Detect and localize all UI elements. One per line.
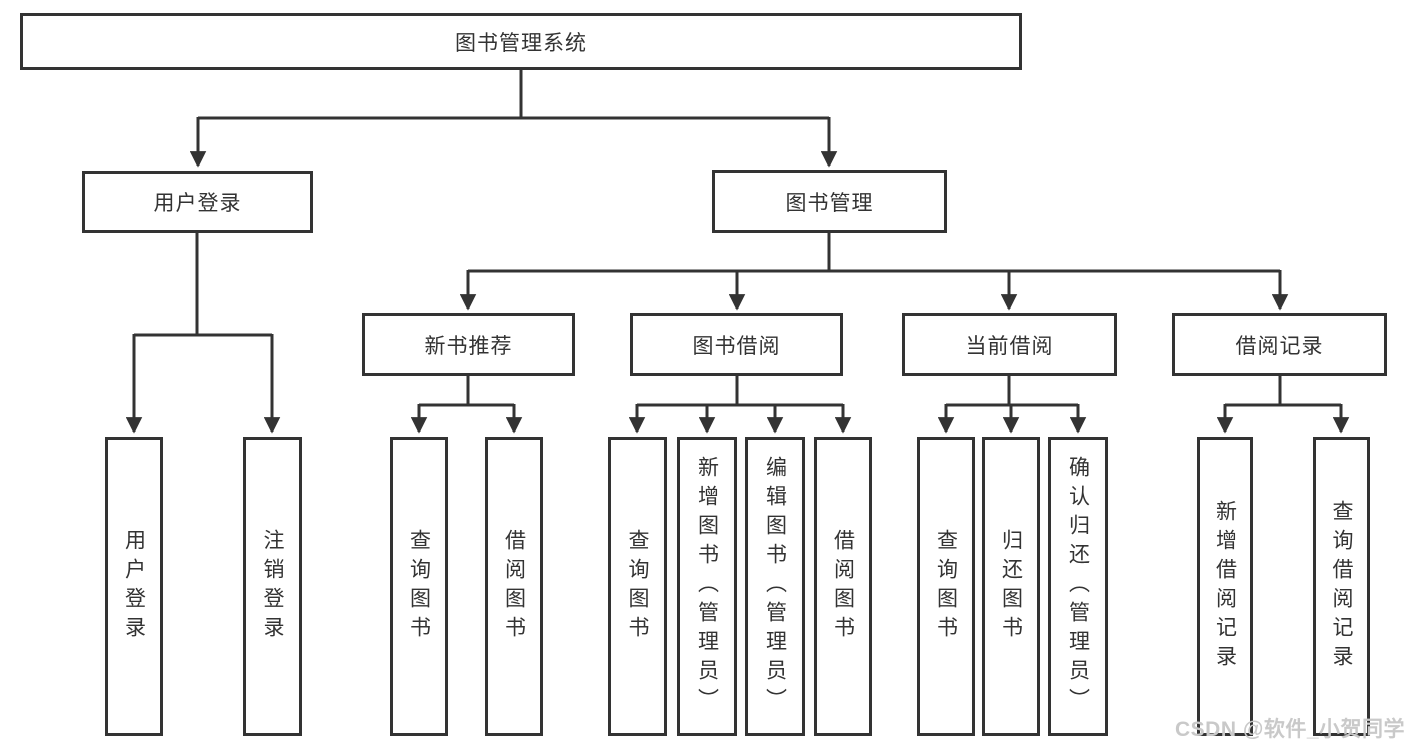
node-label: 新增图书（管理员） — [695, 456, 719, 717]
node-label: 借阅图书 — [831, 528, 855, 645]
node-label: 图书管理系统 — [455, 31, 587, 55]
node-label: 借阅图书 — [502, 528, 526, 645]
leaf-return-books: 归还图书 — [982, 437, 1040, 736]
node-label: 查询图书 — [626, 528, 649, 645]
node-label: 图书管理 — [785, 191, 874, 215]
node-label: 查询借阅记录 — [1330, 499, 1353, 674]
leaf-query-books-current: 查询图书 — [917, 437, 975, 736]
leaf-add-books-admin: 新增图书（管理员） — [677, 437, 737, 736]
node-current-borrow: 当前借阅 — [902, 313, 1117, 376]
leaf-query-books-recommend: 查询图书 — [390, 437, 448, 736]
node-label: 注销登录 — [261, 528, 284, 645]
leaf-edit-books-admin: 编辑图书（管理员） — [745, 437, 805, 736]
node-label: 编辑图书（管理员） — [763, 456, 787, 717]
node-label: 新书推荐 — [424, 334, 513, 358]
node-label: 新增借阅记录 — [1213, 499, 1237, 674]
leaf-query-borrow-record: 查询借阅记录 — [1313, 437, 1370, 736]
leaf-borrow-books: 借阅图书 — [814, 437, 872, 736]
node-label: 查询图书 — [934, 528, 958, 645]
node-borrow-records: 借阅记录 — [1172, 313, 1387, 376]
node-book-management: 图书管理 — [712, 170, 947, 233]
leaf-query-books-borrow: 查询图书 — [608, 437, 667, 736]
node-new-book-recommend: 新书推荐 — [362, 313, 575, 376]
node-label: 归还图书 — [999, 528, 1023, 645]
leaf-borrow-books-recommend: 借阅图书 — [485, 437, 543, 736]
node-user-login: 用户登录 — [82, 171, 313, 233]
node-label: 用户登录 — [122, 528, 146, 645]
node-library-management-system: 图书管理系统 — [20, 13, 1022, 70]
leaf-confirm-return-admin: 确认归还（管理员） — [1048, 437, 1108, 736]
node-label: 当前借阅 — [965, 334, 1054, 358]
leaf-user-login: 用户登录 — [105, 437, 163, 736]
leaf-add-borrow-record: 新增借阅记录 — [1197, 437, 1253, 736]
node-label: 借阅记录 — [1235, 334, 1324, 358]
leaf-logout: 注销登录 — [243, 437, 302, 736]
node-label: 用户登录 — [153, 192, 242, 215]
node-label: 图书借阅 — [692, 334, 781, 358]
csdn-watermark: CSDN @软件_小贺同学 — [1175, 718, 1405, 741]
node-book-borrow: 图书借阅 — [630, 313, 843, 376]
node-label: 确认归还（管理员） — [1066, 456, 1090, 717]
node-label: 查询图书 — [407, 528, 431, 645]
